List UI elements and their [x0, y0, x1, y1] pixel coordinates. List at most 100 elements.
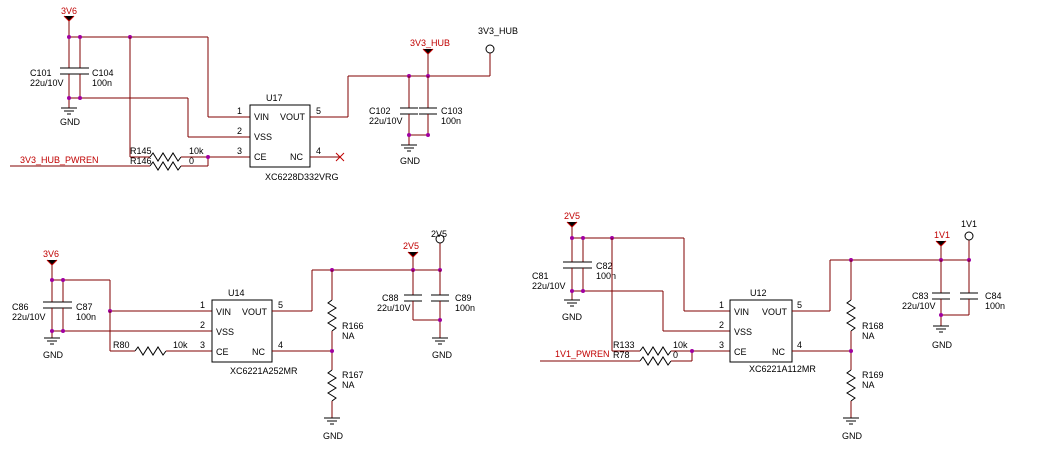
c88-value: 22u/10V	[377, 303, 411, 313]
gnd-label-c102: GND	[400, 156, 421, 166]
u12-pin1-num: 1	[719, 300, 724, 310]
u17-pin1-num: 1	[237, 106, 242, 116]
c104-ref: C104	[92, 68, 114, 78]
u14-part: XC6221A252MR	[230, 366, 298, 376]
r78-value: 0	[673, 350, 678, 360]
net-label-1v1: 1V1	[934, 230, 950, 240]
c89-ref: C89	[455, 293, 472, 303]
circuit-u14: 3V6 GND C86 22u/10V C87 100n R80 10k U14…	[12, 229, 475, 441]
r80-ref: R80	[113, 340, 130, 350]
u17-ref: U17	[266, 93, 283, 103]
c103-ref: C103	[441, 106, 463, 116]
c87-value: 100n	[76, 312, 96, 322]
c81-ref: C81	[532, 271, 549, 281]
r168-value: NA	[862, 331, 875, 341]
u14-pin-nc: NC	[252, 347, 265, 357]
u14-pin-vout: VOUT	[242, 307, 268, 317]
port-3v3-hub	[485, 44, 495, 54]
gnd-label-r167: GND	[323, 431, 344, 441]
net-label-3v3-hub-pwren: 3V3_HUB_PWREN	[20, 155, 99, 165]
c103-value: 100n	[441, 116, 461, 126]
supply-arrow-3v6	[63, 15, 75, 22]
r166-ref: R166	[342, 321, 364, 331]
gnd-label-r169: GND	[842, 431, 863, 441]
r145-value: 10k	[189, 146, 204, 156]
port-2v5	[435, 234, 445, 244]
c102-value: 22u/10V	[369, 116, 403, 126]
u12-part: XC6221A112MR	[749, 364, 816, 374]
r167-value: NA	[342, 380, 355, 390]
u14-pin2-num: 2	[200, 320, 205, 330]
port-label-3v3-hub: 3V3_HUB	[478, 26, 518, 36]
u17-part: XC6228D332VRG	[265, 172, 339, 182]
u12-pin-vin: VIN	[734, 307, 749, 317]
u14-pin4-num: 4	[278, 340, 283, 350]
u17-pin3-num: 3	[237, 146, 242, 156]
r80-value: 10k	[173, 340, 188, 350]
r78-ref: R78	[613, 350, 630, 360]
port-1v1	[964, 231, 974, 241]
c81-value: 22u/10V	[532, 281, 566, 291]
net-label-3v6-top: 3V6	[61, 6, 77, 16]
r146-value: 0	[189, 156, 194, 166]
gnd-label-c86: GND	[43, 350, 64, 360]
u12-pin4-num: 4	[797, 340, 802, 350]
u12-pin-vss: VSS	[734, 327, 752, 337]
u17-body	[249, 104, 311, 168]
u17-pin2-num: 2	[237, 126, 242, 136]
r133-value: 10k	[673, 340, 688, 350]
c104-value: 100n	[92, 78, 112, 88]
u17-pin-vin: VIN	[254, 112, 269, 122]
c86-value: 22u/10V	[12, 312, 46, 322]
gnd-label-c89: GND	[432, 350, 453, 360]
u14-pin1-num: 1	[200, 300, 205, 310]
c87-ref: C87	[76, 302, 93, 312]
c102-ref: C102	[369, 106, 391, 116]
u17-pin4-num: 4	[316, 146, 321, 156]
u14-pin-ce: CE	[216, 347, 229, 357]
u17-pin-vss: VSS	[254, 132, 272, 142]
c83-value: 22u/10V	[902, 301, 936, 311]
u14-pin-vin: VIN	[216, 307, 231, 317]
gnd-label-c101: GND	[60, 117, 81, 127]
u17-pin-nc: NC	[290, 152, 303, 162]
u12-pin5-num: 5	[797, 300, 802, 310]
net-label-2v5-in: 2V5	[564, 211, 580, 221]
gnd-label-c83: GND	[932, 340, 953, 350]
r169-ref: R169	[862, 370, 884, 380]
u14-pin5-num: 5	[278, 300, 283, 310]
u14-pin3-num: 3	[200, 340, 205, 350]
c82-ref: C82	[596, 261, 613, 271]
u12-pin3-num: 3	[719, 340, 724, 350]
net-label-2v5: 2V5	[403, 241, 419, 251]
u14-ref: U14	[228, 288, 245, 298]
c101-ref: C101	[30, 68, 52, 78]
r168-ref: R168	[862, 321, 884, 331]
net-label-3v6-mid: 3V6	[43, 249, 59, 259]
gnd-label-c81: GND	[562, 312, 583, 322]
u12-pin-nc: NC	[772, 347, 785, 357]
r167-ref: R167	[342, 370, 364, 380]
c89-value: 100n	[455, 303, 475, 313]
u12-body	[729, 299, 793, 363]
u12-pin-vout: VOUT	[762, 307, 788, 317]
c82-value: 100n	[596, 271, 616, 281]
c86-ref: C86	[12, 302, 29, 312]
c101-value: 22u/10V	[30, 78, 64, 88]
r166-value: NA	[342, 331, 355, 341]
u17-pin-ce: CE	[254, 152, 267, 162]
circuit-u12: 2V5 GND C81 22u/10V C82 100n R133 10k R7…	[532, 211, 1005, 441]
u12-pin2-num: 2	[719, 320, 724, 330]
u12-ref: U12	[750, 288, 767, 298]
r133-ref: R133	[613, 340, 635, 350]
port-label-1v1: 1V1	[961, 219, 977, 229]
c84-ref: C84	[985, 291, 1002, 301]
u14-body	[211, 299, 273, 363]
c83-ref: C83	[912, 291, 929, 301]
u17-pin-vout: VOUT	[280, 112, 306, 122]
port-label-2v5: 2V5	[431, 229, 447, 239]
c88-ref: C88	[382, 293, 399, 303]
net-label-3v3-hub: 3V3_HUB	[410, 38, 450, 48]
circuit-u17: 3V6 GND C101 22u/10V C104 100n R145 10k …	[10, 6, 518, 182]
